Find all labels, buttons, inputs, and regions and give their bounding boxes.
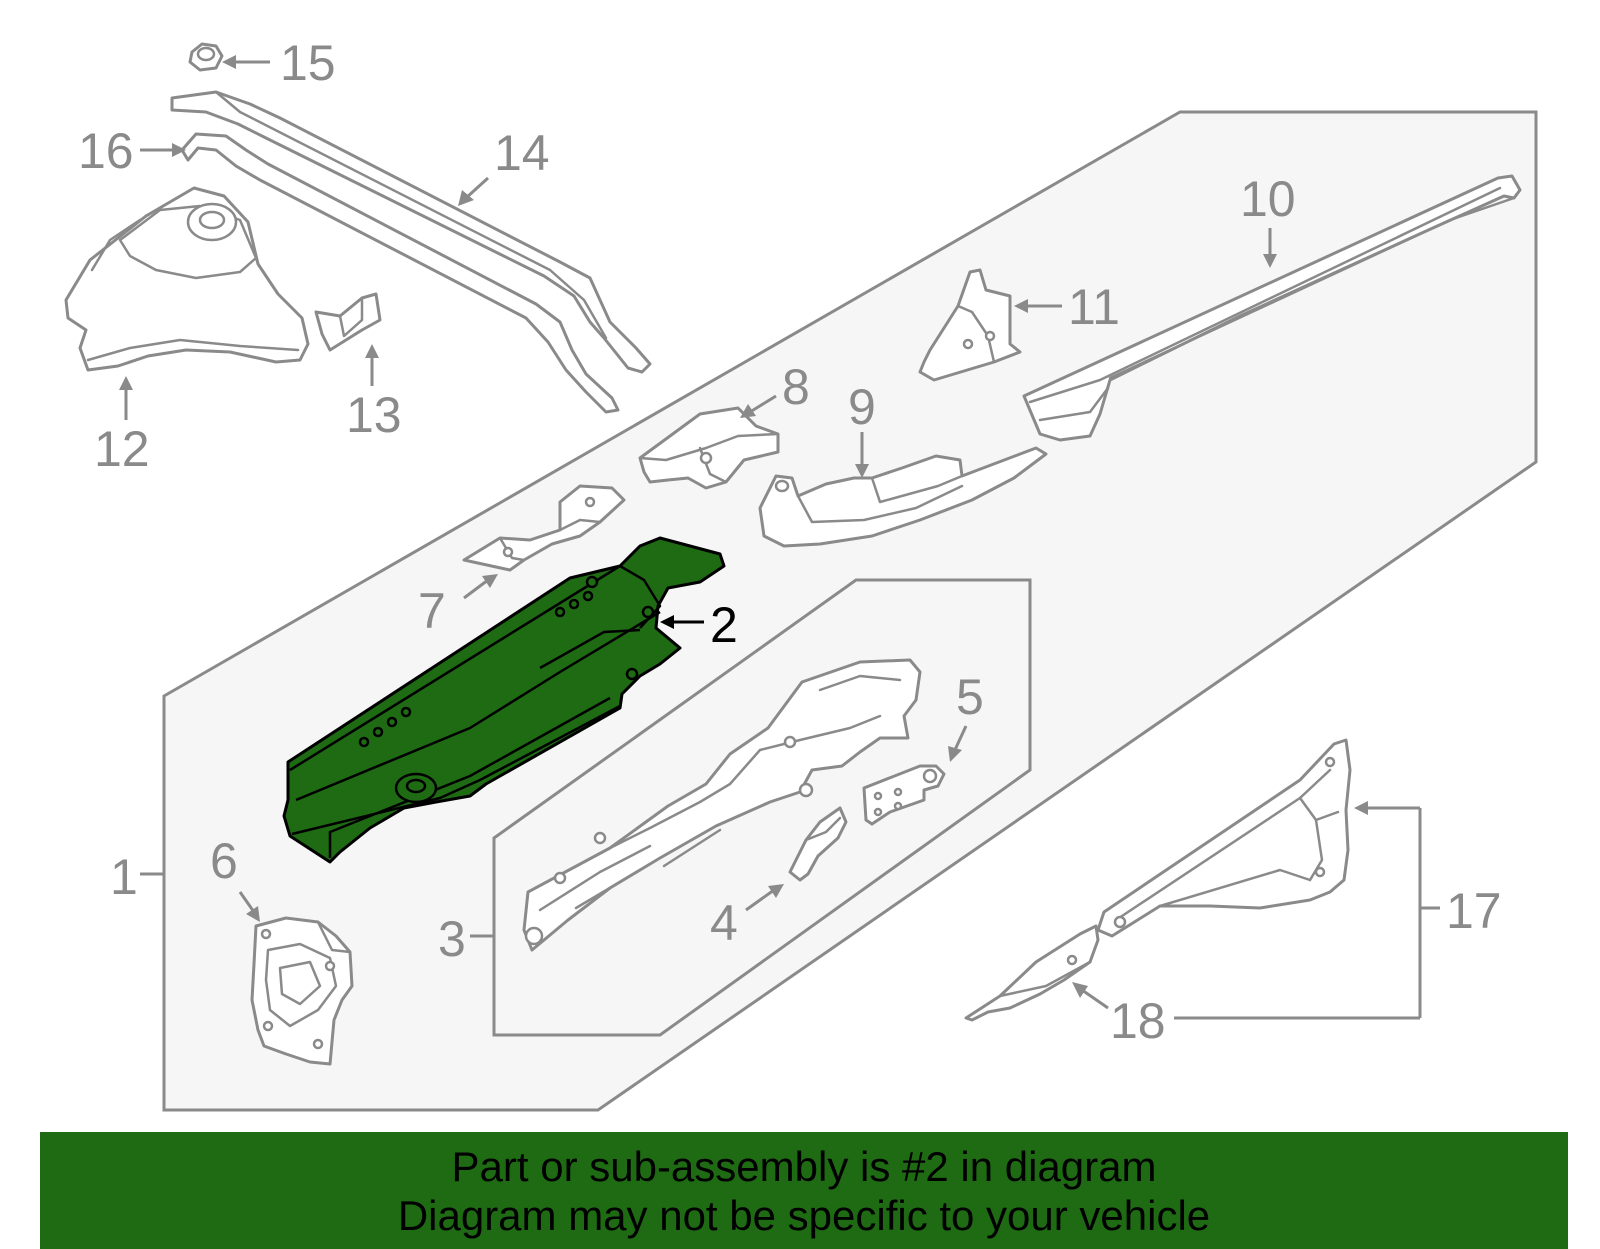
callout-5: 5 — [956, 669, 984, 725]
part-11-bracket — [918, 268, 1022, 382]
callout-4: 4 — [710, 895, 738, 951]
callout-3: 3 — [438, 911, 466, 967]
banner-line-1: Part or sub-assembly is #2 in diagram — [451, 1143, 1157, 1190]
part-15-nut — [188, 42, 224, 72]
part-13-bracket — [314, 292, 382, 352]
part-4-piece — [788, 806, 848, 882]
part-8-bracket — [638, 406, 780, 490]
callout-6: 6 — [210, 833, 238, 889]
part-2-frame-rail-highlighted — [282, 536, 726, 864]
callout-14: 14 — [494, 125, 550, 181]
leader-lines — [119, 55, 1440, 1020]
callout-11: 11 — [1068, 279, 1120, 335]
callout-8: 8 — [782, 359, 810, 415]
part-3-rail-inner — [522, 658, 922, 952]
callout-10: 10 — [1240, 171, 1296, 227]
callout-16: 16 — [78, 123, 134, 179]
callout-12: 12 — [94, 421, 150, 477]
callout-15: 15 — [280, 35, 336, 91]
part-18-strip — [964, 924, 1100, 1022]
callout-labels: 15 16 14 12 13 10 11 8 9 7 2 5 4 3 6 1 1… — [78, 35, 1502, 1049]
callout-9: 9 — [848, 379, 876, 435]
callout-13: 13 — [346, 387, 402, 443]
banner-line-2: Diagram may not be specific to your vehi… — [397, 1192, 1211, 1239]
part-7-bracket — [462, 484, 626, 572]
callout-1: 1 — [110, 849, 138, 905]
part-12-shock-tower — [64, 186, 310, 372]
part-9-bracket — [758, 446, 1048, 548]
part-5-plate — [862, 764, 946, 826]
part-17-reinforcement — [1096, 738, 1352, 938]
callout-18: 18 — [1110, 993, 1166, 1049]
callout-2: 2 — [710, 597, 738, 653]
part-16-lower-rail — [180, 132, 620, 414]
callout-7: 7 — [418, 583, 446, 639]
part-10-long-rail — [1022, 174, 1522, 442]
part-6-mount — [250, 916, 354, 1066]
part-14-upper-rail — [170, 90, 652, 374]
info-banner: Part or sub-assembly is #2 in diagram Di… — [40, 1132, 1568, 1249]
callout-17: 17 — [1446, 883, 1502, 939]
